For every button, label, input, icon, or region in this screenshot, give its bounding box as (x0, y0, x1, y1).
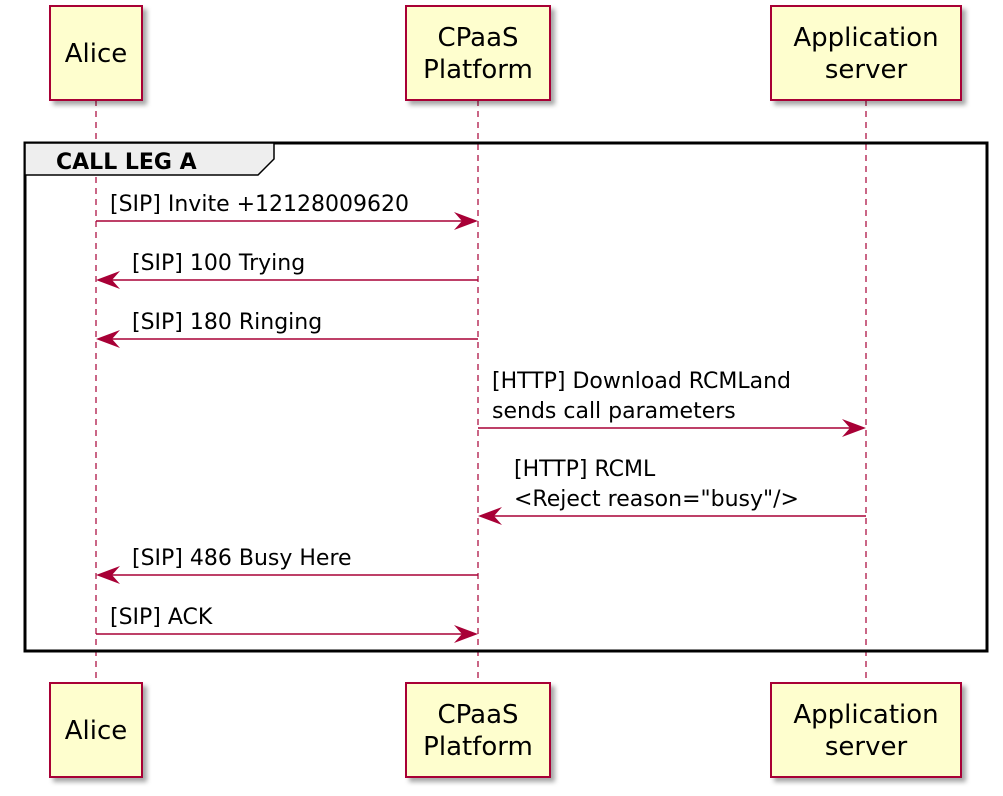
arrow-head-icon (96, 271, 120, 289)
participant-alice-top: Alice (49, 5, 143, 101)
message-label: [HTTP] Download RCMLand (492, 369, 791, 394)
participant-label: server (825, 732, 908, 762)
message-5: [HTTP] RCML <Reject reason="busy"/> (478, 457, 866, 525)
message-label: [SIP] 180 Ringing (132, 310, 322, 335)
participant-box (49, 5, 143, 101)
participant-label: Platform (423, 732, 533, 762)
message-2: [SIP] 100 Trying (96, 251, 478, 289)
arrow-head-icon (454, 625, 478, 643)
group-frame (23, 141, 989, 653)
participant-label: Alice (65, 716, 128, 746)
participant-label: Platform (423, 55, 533, 85)
group-title: CALL LEG A (56, 150, 197, 175)
participant-box (770, 5, 962, 101)
arrow-head-icon (842, 419, 866, 437)
group-tab (24, 142, 275, 176)
participant-box (49, 682, 143, 778)
arrow-head-icon (478, 507, 502, 525)
message-7: [SIP] ACK (96, 605, 478, 643)
messages: [SIP] Invite +12128009620 [SIP] 100 Tryin… (96, 192, 866, 643)
arrow-head-icon (96, 330, 120, 348)
participant-box (405, 5, 551, 101)
arrow-head-icon (454, 212, 478, 230)
arrow-head-icon (96, 566, 120, 584)
message-label: [SIP] ACK (110, 605, 213, 630)
message-label: [SIP] Invite +12128009620 (110, 192, 409, 217)
message-4: [HTTP] Download RCMLand sends call parame… (478, 369, 866, 437)
message-label: <Reject reason="busy"/> (514, 487, 799, 512)
participant-box (405, 682, 551, 778)
participant-label: CPaaS (437, 23, 518, 53)
call-leg-group: CALL LEG A (23, 141, 989, 653)
message-6: [SIP] 486 Busy Here (96, 546, 478, 584)
lifelines (95, 100, 867, 683)
participants: AliceAliceCPaaSPlatformCPaaSPlatformAppl… (49, 5, 962, 778)
participant-label: Alice (65, 39, 128, 69)
message-label: [SIP] 486 Busy Here (132, 546, 352, 571)
message-1: [SIP] Invite +12128009620 (96, 192, 478, 230)
participant-label: Application (793, 700, 938, 730)
message-label: [SIP] 100 Trying (132, 251, 305, 276)
participant-label: Application (793, 23, 938, 53)
participant-label: server (825, 55, 908, 85)
message-3: [SIP] 180 Ringing (96, 310, 478, 348)
message-label: sends call parameters (492, 399, 736, 424)
participant-label: CPaaS (437, 700, 518, 730)
participant-alice-bottom: Alice (49, 682, 143, 778)
message-label: [HTTP] RCML (514, 457, 656, 482)
participant-box (770, 682, 962, 778)
